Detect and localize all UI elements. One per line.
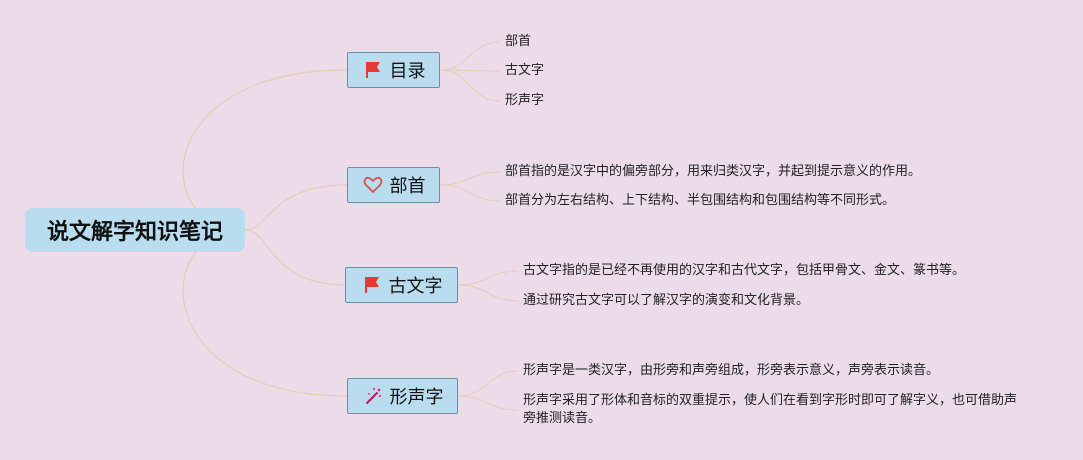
leaf-catalog-3[interactable]: 形声字: [505, 93, 545, 108]
leaf-radicals-2[interactable]: 部首分为左右结构、上下结构、半包围结构和包围结构等不同形式。: [505, 193, 896, 208]
connector-phonosemantic-2: [457, 395, 519, 411]
connector-catalog-1: [439, 41, 501, 71]
connector-ancient-1: [457, 270, 519, 286]
red-flag-icon: [361, 274, 383, 296]
connector-catalog-2: [439, 69, 501, 72]
root-title: 说文解字知识笔记: [46, 220, 223, 245]
connector-catalog-3: [439, 69, 501, 102]
leaf-catalog-1[interactable]: 部首: [505, 34, 532, 49]
branch-label: 部首: [389, 176, 426, 197]
connector-root-phonosemantic: [182, 229, 348, 397]
connector-radicals-2: [439, 184, 501, 202]
connector-root-catalog: [182, 69, 348, 231]
connector-radicals-1: [439, 171, 501, 186]
branch-label: 古文字: [388, 276, 443, 297]
branch-label: 形声字: [389, 387, 444, 408]
leaf-phonosemantic-2[interactable]: 形声字采用了形体和音标的双重提示，使人们在看到字形时即可了解字义，也可借助声旁推…: [523, 393, 1018, 426]
heart-icon: [362, 174, 384, 196]
connector-phonosemantic-1: [457, 370, 519, 397]
branch-ancient-script[interactable]: 古文字: [345, 267, 458, 303]
leaf-ancient-1[interactable]: 古文字指的是已经不再使用的汉字和古代文字，包括甲骨文、金文、篆书等。: [523, 263, 966, 278]
magic-wand-icon: [362, 385, 384, 407]
red-flag-icon: [362, 59, 384, 81]
connector-ancient-2: [457, 284, 519, 302]
leaf-ancient-2[interactable]: 通过研究古文字可以了解汉字的演变和文化背景。: [523, 293, 810, 308]
root-topic[interactable]: 说文解字知识笔记: [25, 208, 245, 252]
branch-label: 目录: [389, 61, 426, 82]
branch-catalog[interactable]: 目录: [347, 52, 440, 88]
branch-radicals[interactable]: 部首: [347, 167, 440, 203]
leaf-radicals-1[interactable]: 部首指的是汉字中的偏旁部分，用来归类汉字，并起到提示意义的作用。: [505, 164, 922, 179]
connector-root-ancient: [244, 229, 346, 286]
connector-root-radicals: [244, 184, 348, 231]
leaf-catalog-2[interactable]: 古文字: [505, 63, 545, 78]
leaf-phonosemantic-1[interactable]: 形声字是一类汉字，由形旁和声旁组成，形旁表示意义，声旁表示读音。: [523, 363, 940, 378]
branch-phonosemantic[interactable]: 形声字: [347, 378, 458, 414]
